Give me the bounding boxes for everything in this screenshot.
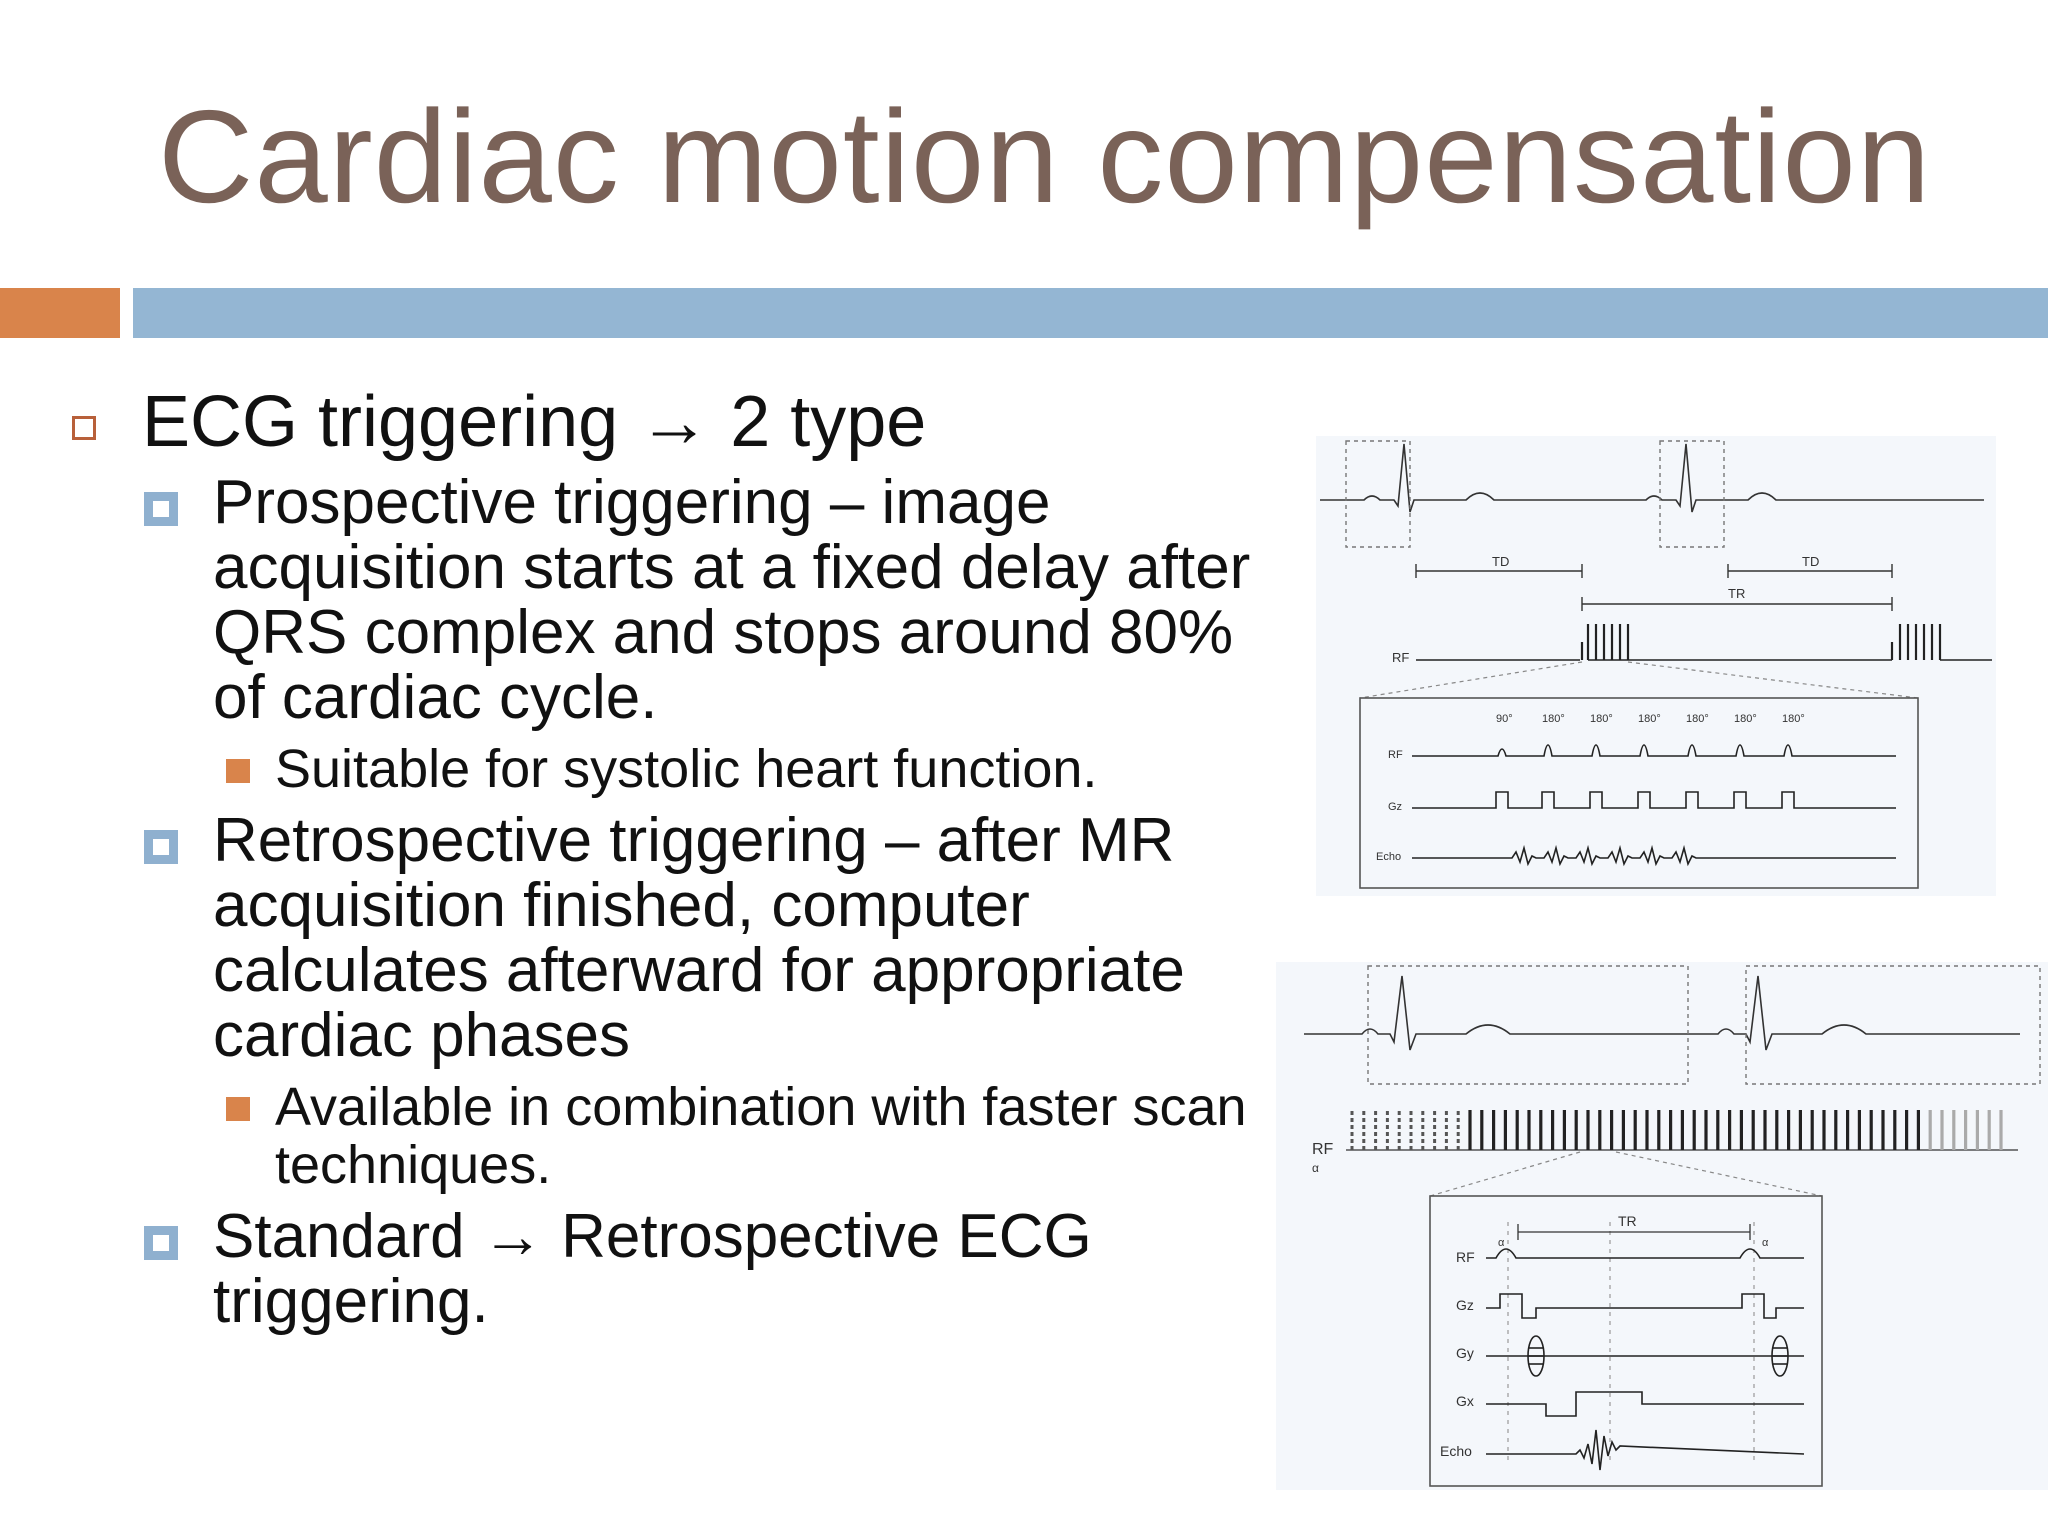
alpha-label: α: [1312, 1161, 1319, 1175]
cardiac-cycle-window: [1367, 965, 1689, 1085]
square-bullet-icon: [144, 1226, 178, 1260]
rf-label: RF: [1312, 1141, 1334, 1158]
ecg-trace: [1320, 443, 1984, 513]
flip-angle-label: 180°: [1638, 713, 1661, 725]
bullet-text: Prospective triggering – image acquisiti…: [213, 468, 1251, 732]
title-bar-accent-orange: [0, 288, 120, 338]
slide-title: Cardiac motion compensation: [158, 83, 1932, 230]
inset-gy-label: Gy: [1456, 1345, 1474, 1361]
bullet-ecg-triggering: ECG triggering → 2 type: [70, 380, 1300, 464]
alpha-label: α: [1762, 1237, 1769, 1249]
flip-angle-label: 180°: [1782, 713, 1805, 725]
flip-angle-label: 90°: [1496, 713, 1513, 725]
inset-gz-trace: [1486, 1293, 1804, 1319]
inset-gz-label: Gz: [1456, 1297, 1474, 1313]
square-bullet-icon: [144, 830, 178, 864]
tr-label: TR: [1618, 1213, 1637, 1229]
bullet-retrospective: Retrospective triggering – after MR acqu…: [144, 806, 1300, 1070]
bullet-text: Retrospective triggering – after MR acqu…: [213, 806, 1185, 1070]
ecg-trace: [1304, 975, 2020, 1051]
square-bullet-icon: [144, 492, 178, 526]
tr-label: TR: [1728, 586, 1745, 601]
td-label: TD: [1492, 554, 1509, 569]
filled-square-bullet-icon: [226, 759, 250, 783]
trigger-window: [1345, 440, 1411, 548]
bullet-text: Standard → Retrospective ECG triggering.: [213, 1202, 1092, 1336]
retrospective-triggering-diagram: RF α TR RF Gz Gy Gx Echo α α: [1276, 962, 2048, 1490]
rf-label: RF: [1392, 650, 1409, 665]
trigger-window: [1659, 440, 1725, 548]
inset-gx-trace: [1486, 1391, 1804, 1417]
title-bar-accent-blue: [133, 288, 2048, 338]
bullet-text: Available in combination with faster sca…: [275, 1077, 1247, 1195]
prospective-diagram-svg: TD TD TR RF 90° 180° 180° 180° 180°: [1320, 440, 1992, 889]
bullet-text: Suitable for systolic heart function.: [275, 739, 1098, 799]
rf-pulse-train: [1350, 1110, 2003, 1150]
hollow-square-bullet-icon: [72, 416, 96, 440]
bullet-prospective: Prospective triggering – image acquisiti…: [144, 468, 1300, 732]
flip-angle-label: 180°: [1734, 713, 1757, 725]
bullet-prospective-sub: Suitable for systolic heart function.: [226, 739, 1300, 799]
bullet-text: ECG triggering → 2 type: [142, 382, 927, 462]
inset-rf-label: RF: [1388, 749, 1403, 761]
inset-rf-trace: [1412, 744, 1896, 757]
inset-box: [1429, 1195, 1823, 1487]
cardiac-cycle-window: [1745, 965, 2041, 1085]
inset-gx-label: Gx: [1456, 1393, 1474, 1409]
flip-angle-label: 180°: [1590, 713, 1613, 725]
inset-gz-label: Gz: [1388, 801, 1402, 813]
inset-echo-trace: [1412, 844, 1896, 867]
td-label: TD: [1802, 554, 1819, 569]
inset-echo-label: Echo: [1440, 1443, 1472, 1459]
bullet-retrospective-sub: Available in combination with faster sca…: [226, 1077, 1300, 1195]
filled-square-bullet-icon: [226, 1097, 250, 1121]
inset-echo-label: Echo: [1376, 851, 1401, 863]
inset-box: [1359, 697, 1919, 889]
bullet-standard: Standard → Retrospective ECG triggering.: [144, 1202, 1300, 1336]
inset-rf-label: RF: [1456, 1249, 1475, 1265]
alpha-label: α: [1498, 1237, 1505, 1249]
retrospective-diagram-svg: RF α TR RF Gz Gy Gx Echo α α: [1304, 965, 2041, 1487]
inset-gz-trace: [1412, 791, 1896, 809]
inset-echo-trace: [1486, 1429, 1805, 1471]
flip-angle-label: 180°: [1542, 713, 1565, 725]
prospective-triggering-diagram: TD TD TR RF 90° 180° 180° 180° 180°: [1316, 436, 1996, 896]
inset-rf-trace: [1486, 1248, 1804, 1259]
flip-angle-label: 180°: [1686, 713, 1709, 725]
bullet-list: ECG triggering → 2 type Prospective trig…: [70, 380, 1300, 1334]
